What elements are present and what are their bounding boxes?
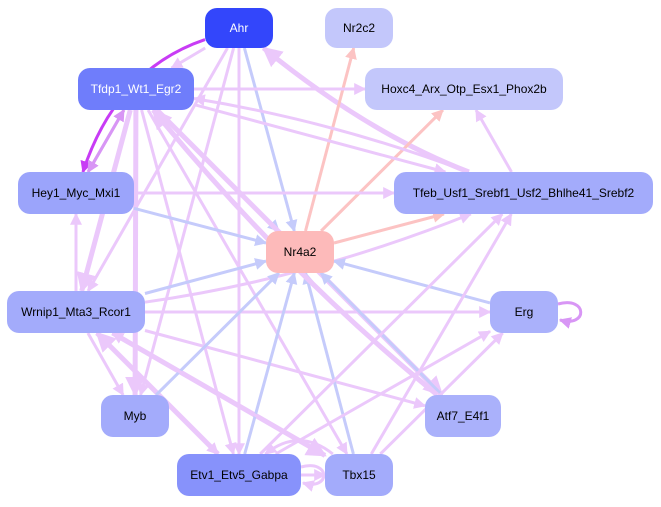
node-label: Nr4a2 [284,245,317,259]
node-label: Hoxc4_Arx_Otp_Esx1_Phox2b [381,82,547,96]
edge-tfdp1-to-myb [125,109,146,397]
node-tfdp1[interactable]: Tfdp1_Wt1_Egr2 [78,68,194,110]
node-box [425,395,501,437]
edge-wrnip1-to-atf7 [144,329,427,409]
edge-tbx15-to-nr4a2 [302,271,355,455]
node-hey1[interactable]: Hey1_Myc_Mxi1 [18,172,134,214]
node-box [325,8,393,48]
node-hoxc4[interactable]: Hoxc4_Arx_Otp_Esx1_Phox2b [365,68,563,110]
node-box [205,8,273,48]
node-label: Tbx15 [342,468,376,482]
edge-nr4a2-to-tfeb [333,210,446,245]
node-label: Atf7_E4f1 [437,409,490,423]
edge-ahr-to-nr4a2 [242,47,298,233]
edge-myb-to-nr4a2 [155,271,280,397]
edge-ahr-to-tfdp1 [170,46,206,70]
node-tfeb[interactable]: Tfeb_Usf1_Srebf1_Usf2_Bhlhe41_Srebf2 [394,172,653,214]
edge-tbx15-to-wrnip1 [111,331,326,457]
node-label: Hey1_Myc_Mxi1 [32,186,121,200]
node-erg[interactable]: Erg [490,291,558,333]
node-label: Myb [124,409,147,423]
node-box [7,291,145,333]
node-label: Tfdp1_Wt1_Egr2 [91,82,182,96]
edge-tfeb-to-hoxc4 [474,108,513,173]
edge-nr4a2-to-hoxc4 [320,108,444,233]
node-label: Ahr [230,21,249,35]
edges-layer [70,38,583,492]
edge-etv1-to-erg [274,330,492,456]
node-box [18,172,134,214]
node-box [101,395,169,437]
edge-wrnip1-to-nr4a2 [144,258,268,295]
node-label: Etv1_Etv5_Gabpa [190,468,288,482]
node-box [78,68,194,110]
edge-etv1-to-etv1 [300,464,326,492]
edge-erg-to-nr4a2 [332,258,491,305]
edge-erg-to-erg [557,301,583,329]
node-wrnip1[interactable]: Wrnip1_Mta3_Rcor1 [7,291,145,333]
edge-etv1-to-tfeb [259,212,504,456]
edge-etv1-to-nr4a2 [243,271,298,455]
edge-tfdp1-to-tbx15 [146,109,349,456]
node-box [490,291,558,333]
node-nr2c2[interactable]: Nr2c2 [325,8,393,48]
node-box [365,68,563,110]
node-label: Wrnip1_Mta3_Rcor1 [21,305,131,319]
node-box [177,454,301,496]
node-atf7[interactable]: Atf7_E4f1 [425,395,501,437]
node-tbx15[interactable]: Tbx15 [325,454,393,496]
edge-hey1-to-tfdp1 [86,108,126,173]
node-etv1[interactable]: Etv1_Etv5_Gabpa [177,454,301,496]
node-ahr[interactable]: Ahr [205,8,273,48]
edge-wrnip1-to-myb [86,332,125,397]
edge-hey1-to-nr4a2 [133,206,268,247]
edge-tbx15-to-erg [379,331,504,456]
node-label: Erg [515,305,534,319]
edge-tfdp1-to-tfeb [193,103,447,175]
edge-tbx15-to-tfeb [370,212,513,455]
node-box [266,231,334,273]
node-nr4a2[interactable]: Nr4a2 [266,231,334,273]
node-box [325,454,393,496]
node-label: Nr2c2 [343,21,375,35]
edge-tfeb-to-tfdp1 [192,94,469,174]
node-myb[interactable]: Myb [101,395,169,437]
node-box [394,172,653,214]
node-label: Tfeb_Usf1_Srebf1_Usf2_Bhlhe41_Srebf2 [413,186,635,200]
